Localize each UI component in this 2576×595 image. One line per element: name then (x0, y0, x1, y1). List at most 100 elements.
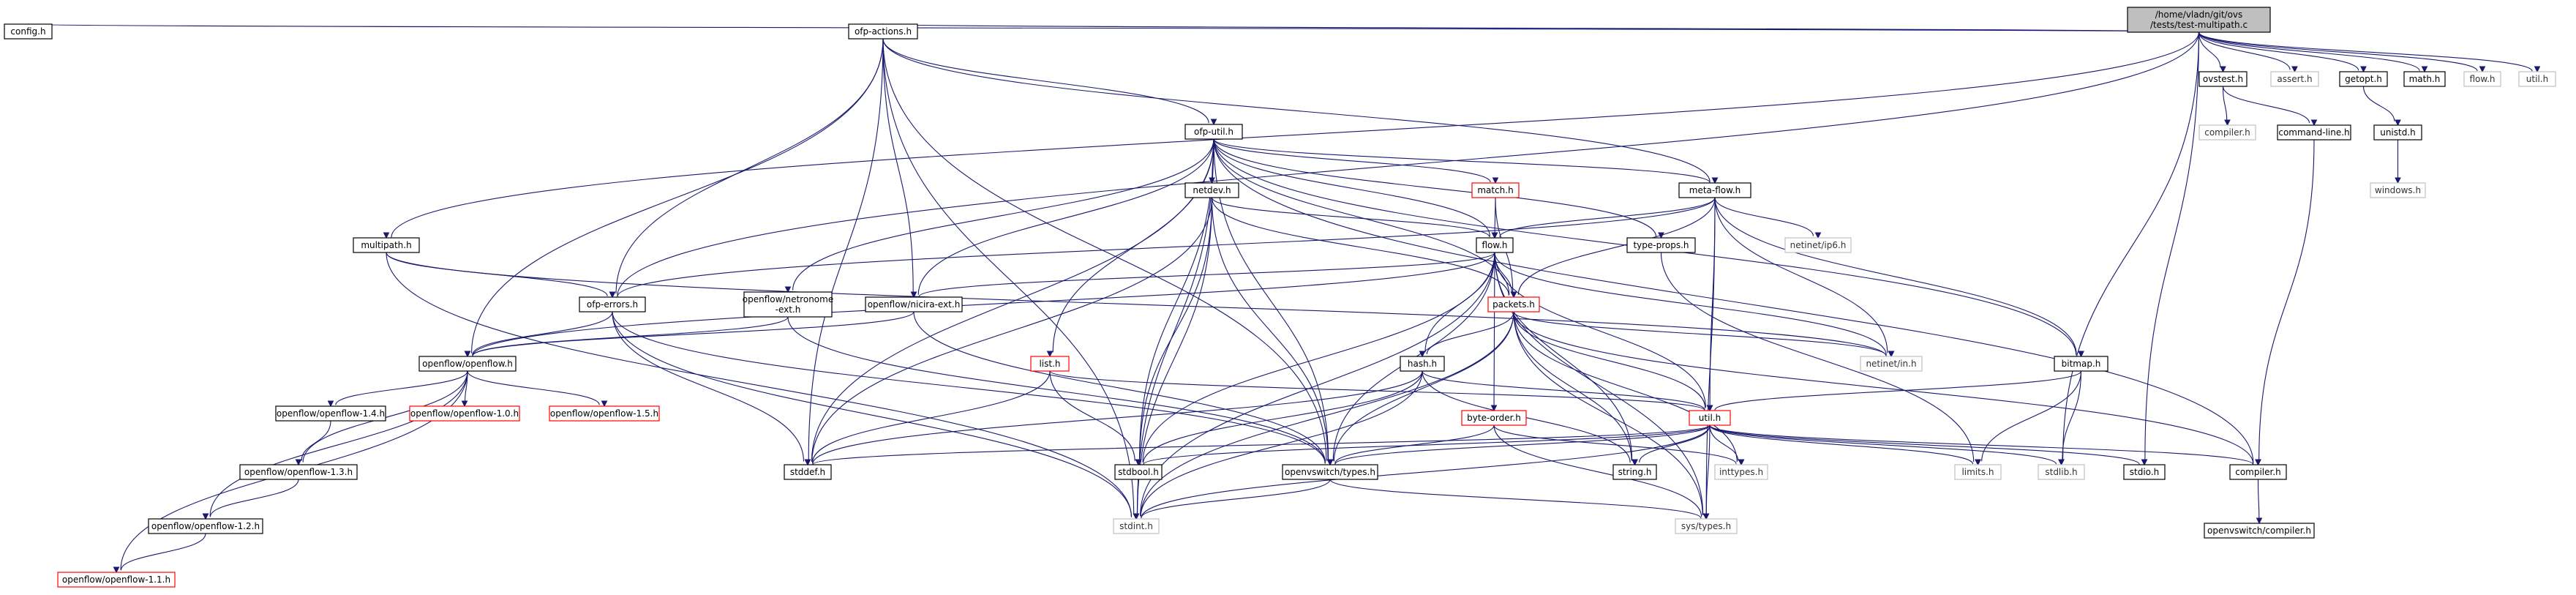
node-of11-h[interactable]: openflow/openflow-1.1.h (57, 572, 176, 588)
node-sys-types-h[interactable]: sys/types.h (1675, 518, 1738, 534)
node-box (275, 405, 386, 422)
node-label: config.h (10, 26, 45, 37)
node-box (1461, 410, 1527, 426)
node-label: meta-flow.h (1689, 185, 1741, 195)
arrowhead (1706, 405, 1713, 412)
node-stdio-h[interactable]: stdio.h (2123, 464, 2166, 480)
node-nicira-ext-h[interactable]: openflow/nicira-ext.h (865, 296, 963, 313)
edge-root-to-util_h_sys (2198, 31, 2541, 73)
node-label: openvswitch/compiler.h (2207, 525, 2311, 536)
node-packets-h[interactable]: packets.h (1487, 296, 1540, 313)
node-math-h[interactable]: math.h (2403, 71, 2446, 87)
edge-ofp_util_h-to-netronome_h (784, 138, 1214, 293)
arrowhead (1738, 459, 1745, 466)
node-multipath-h[interactable]: multipath.h (353, 237, 420, 253)
node-util-h[interactable]: util.h (1689, 410, 1731, 426)
node-stdlib-h[interactable]: stdlib.h (2038, 464, 2085, 480)
node-box (353, 237, 420, 253)
node-box (848, 23, 918, 40)
edge-ofp_errors_h-to-ovs_types_h (612, 311, 1334, 466)
node-box (1030, 356, 1070, 372)
node-of13-h[interactable]: openflow/openflow-1.3.h (239, 464, 358, 480)
node-label: ovstest.h (2203, 74, 2243, 84)
arrowhead (202, 513, 209, 520)
node-match-h[interactable]: match.h (1471, 182, 1520, 198)
edge-netdev_h-to-stddef_h (804, 197, 1213, 466)
edge-packets_h-to-hash_h (1419, 311, 1514, 358)
node-flow-h-sys[interactable]: flow.h (2463, 71, 2501, 87)
node-command-line-h[interactable]: command-line.h (2277, 124, 2351, 141)
arrowhead (1210, 119, 1217, 126)
edge-list_h-to-stdbool_h (1049, 370, 1142, 466)
node-ofp-errors-h[interactable]: ofp-errors.h (579, 296, 646, 313)
node-of10-h[interactable]: openflow/openflow-1.0.h (409, 405, 520, 422)
node-of12-h[interactable]: openflow/openflow-1.2.h (148, 518, 263, 534)
edge-ofp_errors_h-to-stdint_h (612, 311, 1140, 520)
arrowhead (1135, 459, 1142, 466)
node-label: -ext.h (776, 304, 801, 315)
node-type-props-h[interactable]: type-props.h (1626, 237, 1696, 253)
node-config-h[interactable]: config.h (4, 23, 53, 40)
node-assert-h[interactable]: assert.h (2270, 71, 2319, 87)
node-label: type-props.h (1633, 240, 1689, 250)
node-flow-h[interactable]: flow.h (1476, 237, 1514, 253)
node-label: command-line.h (2278, 127, 2349, 138)
node-box (2123, 464, 2166, 480)
node-limits-h[interactable]: limits.h (1954, 464, 2002, 480)
node-netdev-h[interactable]: netdev.h (1184, 182, 1239, 198)
node-openflow-h[interactable]: openflow/openflow.h (418, 356, 517, 372)
node-byte-order-h[interactable]: byte-order.h (1461, 410, 1527, 426)
node-label: openflow/openflow-1.4.h (277, 408, 385, 419)
node-label: /home/vladn/git/ovs (2155, 10, 2243, 20)
node-string-h[interactable]: string.h (1612, 464, 1657, 480)
edge-hash_h-to-stddef_h (804, 370, 1423, 466)
node-compiler-h[interactable]: compiler.h (2229, 464, 2287, 480)
arrowhead (1046, 351, 1054, 358)
node-util-h-sys[interactable]: util.h (2518, 71, 2556, 87)
node-ofp-actions-h[interactable]: ofp-actions.h (848, 23, 918, 40)
edge-ofp_actions_h-to-ovs_types_h (882, 38, 1334, 466)
edge-ofp_actions_h-to-meta_flow_h (882, 38, 1719, 184)
node-box (1471, 182, 1520, 198)
node-stddef-h[interactable]: stddef.h (784, 464, 832, 480)
node-of15-h[interactable]: openflow/openflow-1.5.h (549, 405, 660, 422)
node-label: stdint.h (1119, 521, 1153, 531)
node-stdint-h[interactable]: stdint.h (1113, 518, 1160, 534)
node-windows-h[interactable]: windows.h (2370, 182, 2426, 198)
node-ovs-compiler-h[interactable]: openvswitch/compiler.h (2204, 523, 2315, 539)
node-bitmap-h[interactable]: bitmap.h (2054, 356, 2109, 372)
edge-root-to-stdio_h (2141, 31, 2200, 466)
edge-meta_flow_h-to-flow_h (1491, 197, 1716, 239)
edge-util_h-to-stdio_h (1709, 424, 2148, 466)
node-netinet-in-h[interactable]: netinet/in.h (1860, 356, 1923, 372)
edge-meta_flow_h-to-ofp_errors_h (609, 197, 1716, 299)
edge-ofp_errors_h-to-stddef_h (612, 311, 811, 466)
node-label: openflow/nicira-ext.h (868, 299, 961, 310)
node-meta-flow-h[interactable]: meta-flow.h (1678, 182, 1751, 198)
node-netronome-h[interactable]: openflow/netronome-ext.h (743, 291, 833, 318)
arrowhead (464, 351, 471, 358)
node-of14-h[interactable]: openflow/openflow-1.4.h (275, 405, 386, 422)
arrowhead (2479, 66, 2486, 73)
node-label: hash.h (1408, 359, 1437, 369)
arrowhead (383, 232, 390, 239)
node-label: flow.h (2469, 74, 2495, 84)
node-label: ofp-errors.h (587, 299, 638, 310)
node-compiler-h-sys[interactable]: compiler.h (2198, 124, 2256, 141)
node-list-h[interactable]: list.h (1030, 356, 1070, 372)
node-unistd-h[interactable]: unistd.h (2373, 124, 2422, 141)
edge-bitmap_h-to-util_h (1706, 370, 2082, 412)
node-netinet-ip6-h[interactable]: netinet/ip6.h (1784, 237, 1852, 253)
edge-packets_h-to-netinet_in_h (1513, 311, 1895, 358)
node-hash-h[interactable]: hash.h (1400, 356, 1445, 372)
node-inttypes-h[interactable]: inttypes.h (1714, 464, 1768, 480)
node-getopt-h[interactable]: getopt.h (2339, 71, 2388, 87)
arrowhead (804, 459, 811, 466)
arrowhead (1975, 459, 1981, 466)
node-ofp-util-h[interactable]: ofp-util.h (1184, 124, 1243, 140)
node-ovstest-h[interactable]: ovstest.h (2198, 71, 2248, 87)
node-ovs-types-h[interactable]: openvswitch/types.h (1282, 464, 1378, 480)
edge-command_line_h-to-compiler_h (2255, 139, 2315, 466)
node-box (1678, 182, 1751, 198)
node-stdbool-h[interactable]: stdbool.h (1114, 464, 1163, 480)
